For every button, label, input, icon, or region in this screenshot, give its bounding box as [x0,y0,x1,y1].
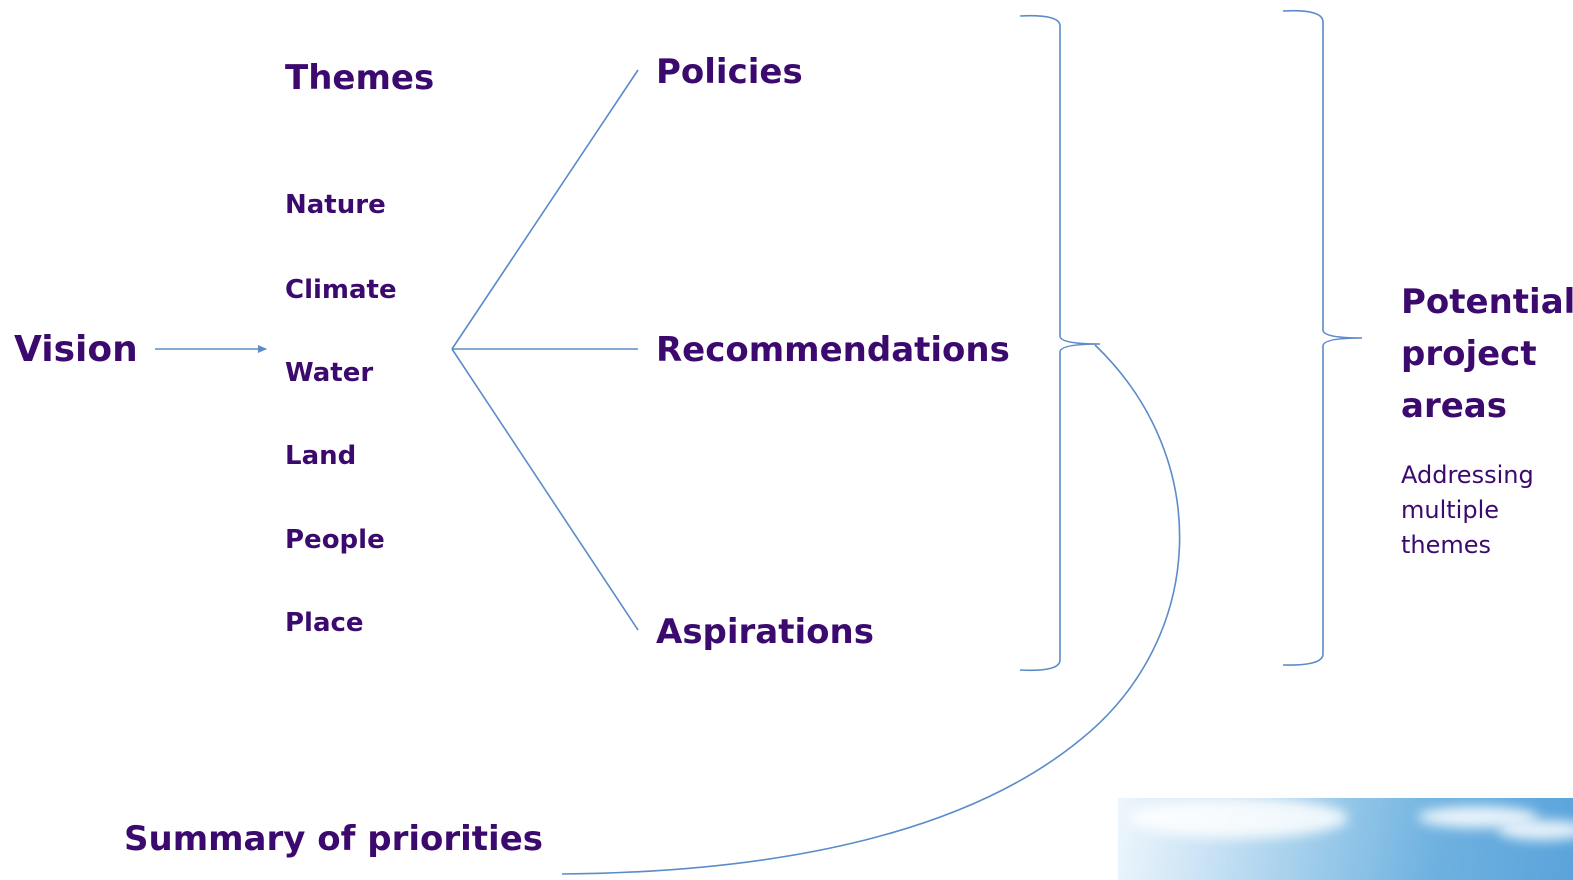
theme-item-land: Land [285,441,357,471]
potential-bracket [1282,9,1363,666]
branch-to-policies [451,69,639,350]
cloud-shape [1498,820,1573,840]
aspirations-label: Aspirations [656,612,874,652]
potential-project-areas: Potential project areas [1401,276,1573,432]
theme-item-place: Place [285,608,364,638]
potential-title-line-3: areas [1401,386,1507,426]
branch-to-aspirations [451,348,639,631]
summary-title: Summary of priorities [124,819,543,859]
themes-title: Themes [285,58,435,98]
sky-photo [1118,798,1573,880]
cloud-shape [1128,798,1348,838]
recommendations-label: Recommendations [656,330,1010,370]
potential-subtitle-line-2: multiple [1401,496,1500,524]
potential-subtitle-line-3: themes [1401,531,1492,559]
theme-item-people: People [285,525,385,555]
potential-title-line-1: Potential [1401,282,1573,322]
theme-item-water: Water [285,358,374,388]
potential-subtitle-line-1: Addressing [1401,461,1534,489]
vision-label: Vision [14,329,138,370]
potential-title-line-2: project [1401,334,1537,374]
theme-item-climate: Climate [285,275,397,305]
policies-label: Policies [656,52,803,92]
summary-curve [561,344,1181,875]
outputs-bracket [1019,14,1101,672]
potential-subtitle: Addressing multiple themes [1401,458,1534,563]
theme-item-nature: Nature [285,190,386,220]
